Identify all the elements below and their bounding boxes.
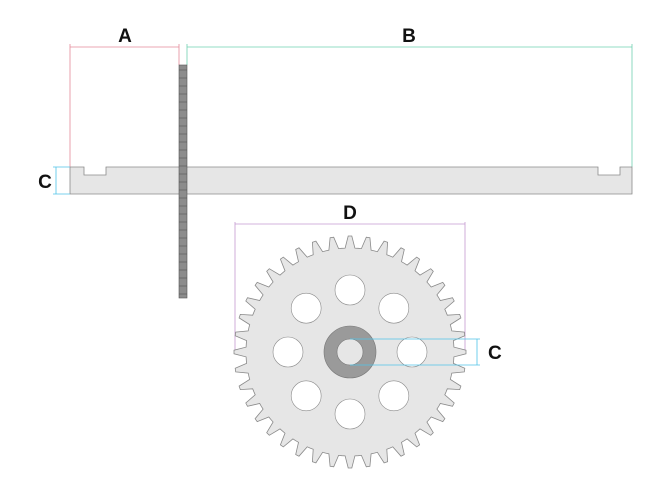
gear-hole	[290, 292, 322, 324]
label-a: A	[118, 26, 132, 47]
gear-holes	[272, 274, 428, 430]
label-d: D	[343, 203, 357, 224]
gear-hole	[290, 380, 322, 412]
gear-hole	[396, 336, 428, 368]
dimension-a	[69, 44, 180, 167]
vertical-rack	[178, 64, 188, 299]
dimension-d	[234, 222, 466, 350]
gear-hole	[378, 292, 410, 324]
dimension-c-right	[350, 338, 480, 366]
dimension-b	[186, 44, 633, 167]
gear-hole	[334, 274, 366, 306]
gear-hole	[334, 398, 366, 430]
label-b: B	[402, 26, 416, 47]
label-c-right: C	[488, 343, 502, 364]
dimension-c-left	[53, 166, 70, 195]
base-bar	[69, 166, 633, 195]
gear-hole	[272, 336, 304, 368]
label-c-left: C	[38, 172, 52, 193]
gear-hole	[378, 380, 410, 412]
gear-bore	[336, 338, 364, 366]
